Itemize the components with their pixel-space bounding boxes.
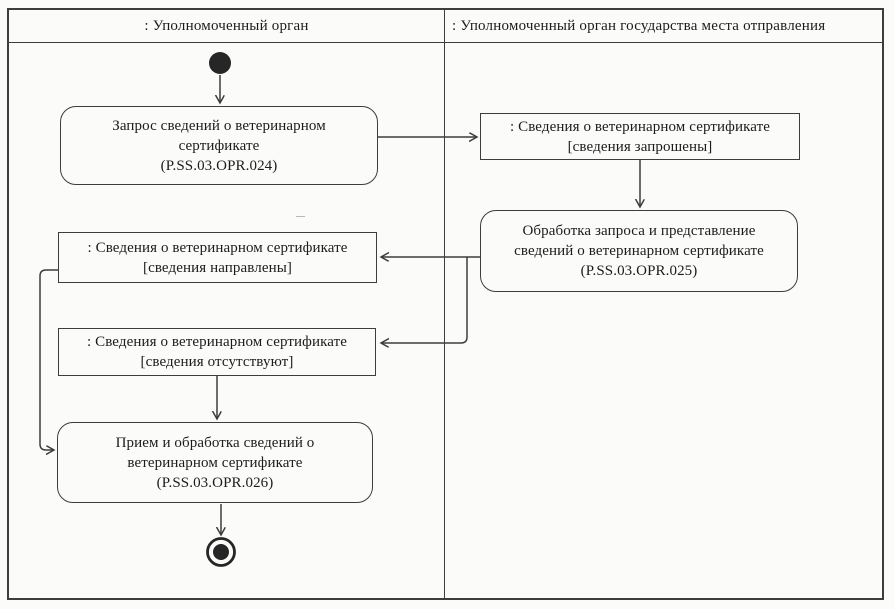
activity-label-line: Запрос сведений о ветеринарном	[112, 117, 326, 134]
object-label-line: : Сведения о ветеринарном сертификате	[87, 239, 348, 256]
object-certificate-info-requested: : Сведения о ветеринарном сертификате [с…	[480, 113, 800, 160]
activity-receive-and-process-info: Прием и обработка сведений о ветеринарно…	[57, 422, 373, 503]
activity-label-line: Прием и обработка сведений о	[115, 434, 315, 451]
object-state-label: [сведения запрошены]	[567, 138, 713, 155]
object-state-label: [сведения направлены]	[142, 259, 292, 276]
object-state-label: [сведения отсутствуют]	[140, 354, 294, 370]
activity-label-line: сертификате	[178, 137, 260, 154]
activity-label-line: ветеринарном сертификате	[127, 454, 303, 471]
activity-label-line: сведений о ветеринарном сертификате	[514, 243, 764, 259]
lane-header-departure-state-body: : Уполномоченный орган государства места…	[452, 18, 826, 34]
object-label-line: : Сведения о ветеринарном сертификате	[509, 118, 771, 135]
activity-label-line: Обработка запроса и представление	[522, 223, 756, 239]
diagram-frame	[7, 8, 884, 600]
lane-header-authorized-body: : Уполномоченный орган	[144, 18, 309, 34]
activity-code-label: (P.SS.03.OPR.025)	[580, 263, 698, 279]
object-label-line: : Сведения о ветеринарном сертификате	[86, 334, 348, 350]
activity-code-label: (P.SS.03.OPR.026)	[156, 474, 274, 491]
scan-artifact-dash	[296, 216, 305, 217]
activity-request-certificate-info: Запрос сведений о ветеринарном сертифика…	[60, 106, 378, 185]
activity-process-and-provide-info: Обработка запроса и представление сведен…	[480, 210, 798, 292]
activity-code-label: (P.SS.03.OPR.024)	[160, 157, 278, 174]
object-certificate-info-absent: : Сведения о ветеринарном сертификате [с…	[58, 328, 376, 376]
object-certificate-info-sent: : Сведения о ветеринарном сертификате [с…	[58, 232, 377, 283]
lane-divider	[444, 8, 445, 598]
header-divider	[7, 42, 884, 43]
